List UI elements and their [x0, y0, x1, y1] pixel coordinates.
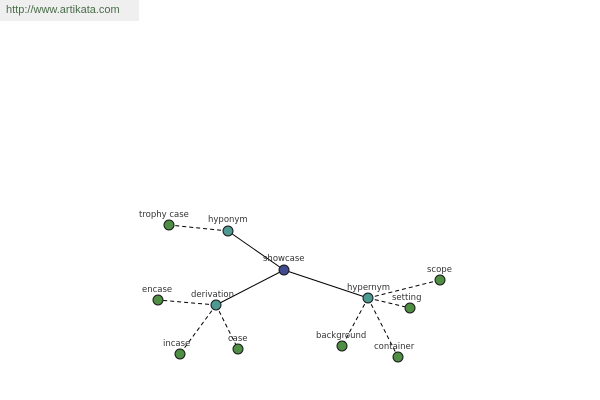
- source-link[interactable]: http://www.artikata.com: [0, 0, 139, 21]
- edge-hypernym-background: [341, 297, 369, 347]
- edge-hyponym-trophy-case: [168, 224, 229, 232]
- edge-showcase-derivation: [215, 269, 285, 306]
- node-encase[interactable]: [152, 294, 164, 306]
- label-background[interactable]: background: [316, 331, 366, 341]
- node-hyponym[interactable]: [222, 225, 234, 237]
- edge-showcase-hypernym: [283, 269, 369, 299]
- node-trophy-case[interactable]: [163, 219, 175, 231]
- node-setting[interactable]: [404, 302, 416, 314]
- label-showcase[interactable]: showcase: [263, 254, 305, 264]
- node-derivation[interactable]: [210, 299, 222, 311]
- label-hypernym[interactable]: hypernym: [347, 283, 390, 293]
- node-container[interactable]: [392, 351, 404, 363]
- edge-showcase-hyponym: [227, 230, 285, 271]
- edge-derivation-incase: [179, 304, 217, 355]
- node-case[interactable]: [232, 343, 244, 355]
- label-derivation[interactable]: derivation: [191, 290, 234, 300]
- node-incase[interactable]: [174, 348, 186, 360]
- label-case[interactable]: case: [228, 334, 248, 344]
- node-showcase[interactable]: [278, 264, 290, 276]
- label-incase[interactable]: incase: [163, 339, 190, 349]
- node-background[interactable]: [336, 340, 348, 352]
- label-container[interactable]: container: [374, 342, 415, 352]
- edge-hypernym-scope: [367, 279, 441, 299]
- label-hyponym[interactable]: hyponym: [208, 215, 248, 225]
- node-hypernym[interactable]: [362, 292, 374, 304]
- label-scope[interactable]: scope: [427, 265, 452, 275]
- edge-derivation-case: [215, 304, 239, 350]
- label-trophy-case[interactable]: trophy case: [139, 210, 189, 220]
- edge-derivation-encase: [157, 299, 217, 306]
- node-scope[interactable]: [434, 274, 446, 286]
- label-setting[interactable]: setting: [392, 293, 421, 303]
- edge-hypernym-setting: [367, 297, 411, 309]
- label-encase[interactable]: encase: [142, 285, 172, 295]
